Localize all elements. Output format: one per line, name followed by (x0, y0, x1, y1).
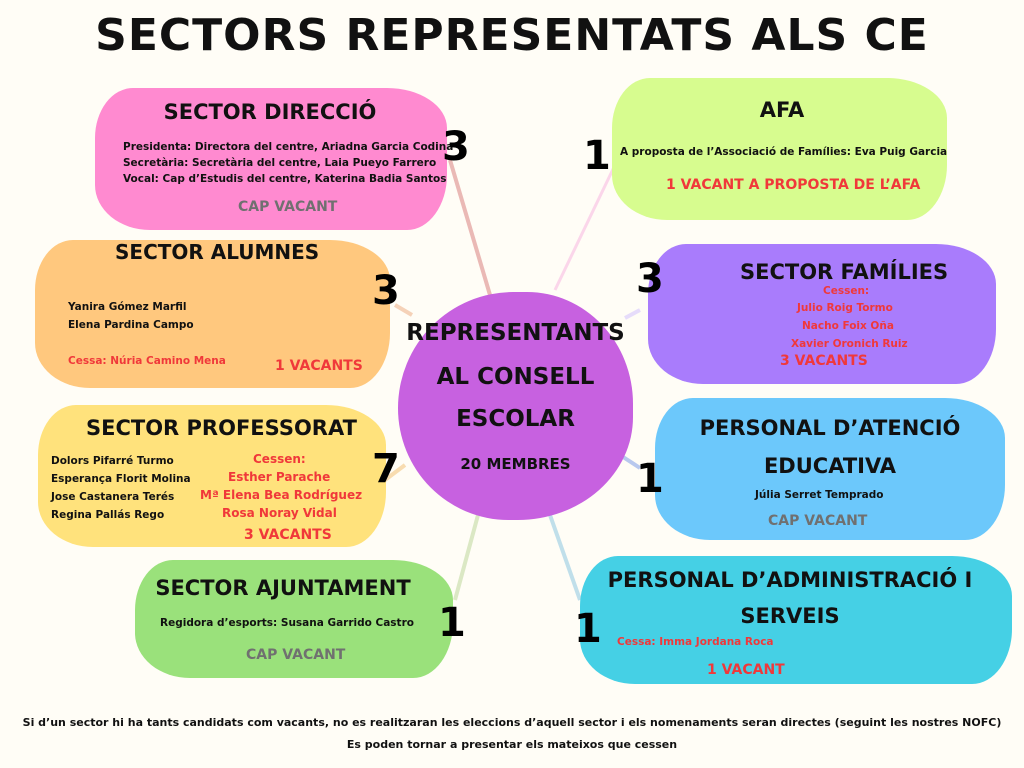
afa-vacant: 1 VACANT A PROPOSTA DE L’AFA (666, 177, 921, 193)
direccio-member: Presidenta: Directora del centre, Ariadn… (123, 141, 454, 153)
atencio-count: 1 (636, 456, 664, 502)
atencio-educativa-card (655, 398, 1005, 540)
alumnes-member: Yanira Gómez Marfil (68, 301, 187, 313)
sector-direccio-card (95, 88, 447, 230)
professorat-member: Dolors Pifarré Turmo (51, 455, 174, 467)
alumnes-member: Elena Pardina Campo (68, 319, 194, 331)
connector-line (453, 514, 480, 601)
center-circle (398, 292, 633, 520)
alumnes-vacant: 1 VACANTS (275, 358, 363, 374)
sector-professorat-title: SECTOR PROFESSORAT (86, 416, 357, 440)
atencio-title: PERSONAL D’ATENCIÓ (699, 416, 961, 440)
center-title: REPRESENTANTS (406, 320, 625, 346)
professorat-ceased: Rosa Noray Vidal (222, 506, 337, 520)
connector-line (393, 303, 414, 317)
professorat-member: Jose Castanera Terés (51, 491, 175, 503)
sector-families-card (648, 244, 996, 384)
center-members: 20 MEMBRES (460, 455, 571, 473)
families-ceased: Xavier Oronich Ruiz (791, 338, 908, 350)
direccio-member: Secretària: Secretària del centre, Laia … (123, 157, 437, 169)
professorat-ceased: Mª Elena Bea Rodríguez (200, 488, 363, 502)
families-ceased: Julio Roig Tormo (797, 302, 893, 314)
administracio-title: PERSONAL D’ADMINISTRACIÓ I (607, 568, 973, 592)
center-title: AL CONSELL (436, 364, 595, 390)
administracio-card (580, 556, 1012, 684)
ajuntament-member: Regidora d’esports: Susana Garrido Castr… (160, 617, 414, 629)
atencio-member: Júlia Serret Temprado (755, 489, 884, 501)
families-ceased: Nacho Foix Oña (802, 320, 894, 332)
sector-alumnes-card (35, 240, 390, 388)
families-ceased-label: Cessen: (823, 285, 870, 297)
administracio-vacant: 1 VACANT (707, 662, 785, 678)
afa-card (612, 78, 947, 220)
direccio-count: 3 (442, 124, 470, 170)
administracio-ceased: Cessa: Imma Jordana Roca (617, 636, 774, 648)
center-title: ESCOLAR (456, 406, 575, 432)
atencio-title: EDUCATIVA (763, 454, 897, 478)
atencio-vacant: CAP VACANT (768, 513, 868, 529)
sector-ajuntament-card (135, 560, 453, 678)
professorat-vacant: 3 VACANTS (244, 527, 332, 543)
professorat-member: Esperança Florit Molina (51, 473, 191, 485)
afa-member: A proposta de l’Associació de Famílies: … (620, 146, 948, 158)
direccio-vacant: CAP VACANT (238, 199, 338, 215)
connector-line (553, 164, 617, 291)
alumnes-count: 3 (372, 268, 400, 314)
professorat-ceased-label: Cessen: (253, 452, 306, 466)
connector-line (548, 514, 582, 601)
ajuntament-vacant: CAP VACANT (246, 647, 346, 663)
professorat-ceased: Esther Parache (228, 470, 331, 484)
afa-count: 1 (583, 133, 611, 179)
sector-alumnes-title: SECTOR ALUMNES (115, 240, 320, 264)
sector-direccio-title: SECTOR DIRECCIÓ (163, 100, 377, 124)
families-count: 3 (636, 256, 664, 302)
afa-title: AFA (759, 98, 805, 122)
families-vacant: 3 VACANTS (780, 353, 868, 369)
connector-line (383, 463, 407, 482)
administracio-count: 1 (574, 606, 602, 652)
administracio-title: SERVEIS (740, 604, 840, 628)
footer-note: Si d’un sector hi ha tants candidats com… (22, 716, 1002, 729)
ajuntament-count: 1 (438, 600, 466, 646)
sector-professorat-card (38, 405, 386, 547)
connector-line (624, 308, 641, 320)
sector-ajuntament-title: SECTOR AJUNTAMENT (155, 576, 411, 600)
connector-line (448, 159, 492, 296)
alumnes-ceased: Cessa: Núria Camino Mena (68, 355, 226, 367)
sector-families-title: SECTOR FAMÍLIES (740, 260, 949, 284)
professorat-member: Regina Pallás Rego (51, 509, 165, 521)
direccio-member: Vocal: Cap d’Estudis del centre, Katerin… (123, 173, 447, 185)
page-title: SECTORS REPRESENTATS ALS CE (95, 10, 929, 61)
footer-note: Es poden tornar a presentar els mateixos… (346, 738, 678, 751)
professorat-count: 7 (372, 446, 400, 492)
